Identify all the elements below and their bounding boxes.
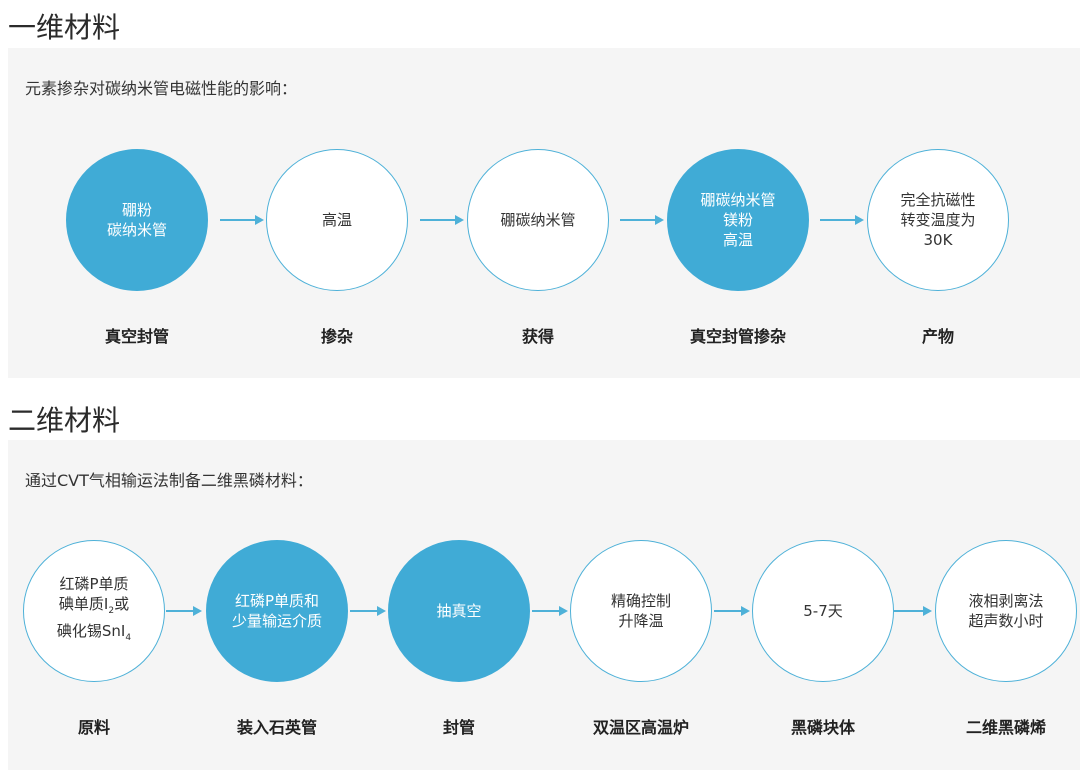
circle-line: 超声数小时 xyxy=(968,612,1044,630)
step-caption: 真空封管 xyxy=(104,327,169,346)
arrow-right-icon xyxy=(820,214,864,226)
step-caption: 黑磷块体 xyxy=(790,718,855,737)
circle-line: 高温 xyxy=(722,231,753,249)
subscript: 2 xyxy=(108,606,115,616)
circle-line: 完全抗磁性 xyxy=(900,191,976,209)
step-2d-3: 抽真空 封管 xyxy=(386,540,532,738)
step-2d-1: 红磷P单质 碘单质I2或 碘化锡SnI4 原料 xyxy=(21,540,167,738)
step-caption: 二维黑磷烯 xyxy=(965,718,1046,737)
step-caption: 原料 xyxy=(77,718,110,737)
step-caption: 获得 xyxy=(521,327,554,346)
step-2d-6: 液相剥离法 超声数小时 二维黑磷烯 xyxy=(933,540,1079,738)
circle-line: 碘化锡SnI4 xyxy=(57,621,131,648)
step-caption: 真空封管掺杂 xyxy=(689,327,786,346)
circle-line: 升降温 xyxy=(618,612,664,630)
step-1d-2: 高温 掺杂 xyxy=(264,149,410,347)
step-1d-3: 硼碳纳米管 获得 xyxy=(465,149,611,347)
circle-line: 少量输运介质 xyxy=(231,612,322,630)
step-caption: 掺杂 xyxy=(320,327,353,346)
step-caption: 装入石英管 xyxy=(236,718,317,737)
circle-line: 镁粉 xyxy=(722,211,753,229)
circle: 高温 xyxy=(266,149,408,291)
circle-line: 硼碳纳米管 xyxy=(700,191,776,209)
circle-line: 5-7天 xyxy=(803,602,843,620)
section-title-1d: 一维材料 xyxy=(8,11,121,44)
step-1d-5: 完全抗磁性 转变温度为 30K 产物 xyxy=(865,149,1011,347)
circle-line: 精确控制 xyxy=(610,592,671,610)
circle-line-text: 碘单质I xyxy=(58,595,109,613)
circle-line-text: 碘化锡SnI xyxy=(56,622,126,640)
circle: 抽真空 xyxy=(388,540,530,682)
arrow-right-icon xyxy=(350,605,386,617)
circle: 硼碳纳米管 xyxy=(467,149,609,291)
step-2d-2: 红磷P单质和 少量输运介质 装入石英管 xyxy=(204,540,350,738)
circle: 硼粉 碳纳米管 xyxy=(66,149,208,291)
step-caption: 双温区高温炉 xyxy=(592,718,689,737)
circle-line: 硼粉 xyxy=(121,201,152,219)
circle: 红磷P单质 碘单质I2或 碘化锡SnI4 xyxy=(23,540,165,682)
step-caption: 封管 xyxy=(442,718,475,737)
circle-line: 红磷P单质 xyxy=(59,575,129,593)
intro-2d: 通过CVT气相输运法制备二维黑磷材料： xyxy=(25,471,313,490)
step-2d-5: 5-7天 黑磷块体 xyxy=(750,540,896,738)
circle-line: 液相剥离法 xyxy=(968,592,1044,610)
panel-2d: 通过CVT气相输运法制备二维黑磷材料： 红磷P单质 碘单质I2或 碘化锡SnI4… xyxy=(8,440,1080,770)
circle: 液相剥离法 超声数小时 xyxy=(935,540,1077,682)
step-1d-1: 硼粉 碳纳米管 真空封管 xyxy=(64,149,210,347)
step-2d-4: 精确控制 升降温 双温区高温炉 xyxy=(568,540,714,738)
arrow-right-icon xyxy=(166,605,202,617)
circle-line: 高温 xyxy=(321,211,352,229)
circle-line: 转变温度为 xyxy=(900,211,976,229)
circle-line: 碘单质I2或 xyxy=(57,594,131,621)
circle: 精确控制 升降温 xyxy=(570,540,712,682)
circle: 完全抗磁性 转变温度为 30K xyxy=(867,149,1009,291)
circle-line: 30K xyxy=(923,231,953,249)
circle-line-suffix: 或 xyxy=(114,595,130,613)
panel-1d: 元素掺杂对碳纳米管电磁性能的影响： 硼粉 碳纳米管 真空封管 高温 掺杂 硼碳纳… xyxy=(8,48,1080,378)
circle-line: 硼碳纳米管 xyxy=(500,211,576,229)
circle: 红磷P单质和 少量输运介质 xyxy=(206,540,348,682)
arrow-right-icon xyxy=(620,214,664,226)
circle-line: 抽真空 xyxy=(436,602,482,620)
step-1d-4: 硼碳纳米管 镁粉 高温 真空封管掺杂 xyxy=(665,149,811,347)
arrow-right-icon xyxy=(420,214,464,226)
circle-line: 红磷P单质和 xyxy=(234,592,320,610)
section-title-2d: 二维材料 xyxy=(8,404,121,437)
circle-line: 碳纳米管 xyxy=(106,221,167,239)
intro-1d: 元素掺杂对碳纳米管电磁性能的影响： xyxy=(25,79,298,98)
arrow-right-icon xyxy=(894,605,932,617)
circle: 5-7天 xyxy=(752,540,894,682)
step-caption: 产物 xyxy=(921,327,954,346)
arrow-right-icon xyxy=(532,605,568,617)
arrow-right-icon xyxy=(220,214,264,226)
circle: 硼碳纳米管 镁粉 高温 xyxy=(667,149,809,291)
subscript: 4 xyxy=(125,633,132,643)
arrow-right-icon xyxy=(714,605,750,617)
